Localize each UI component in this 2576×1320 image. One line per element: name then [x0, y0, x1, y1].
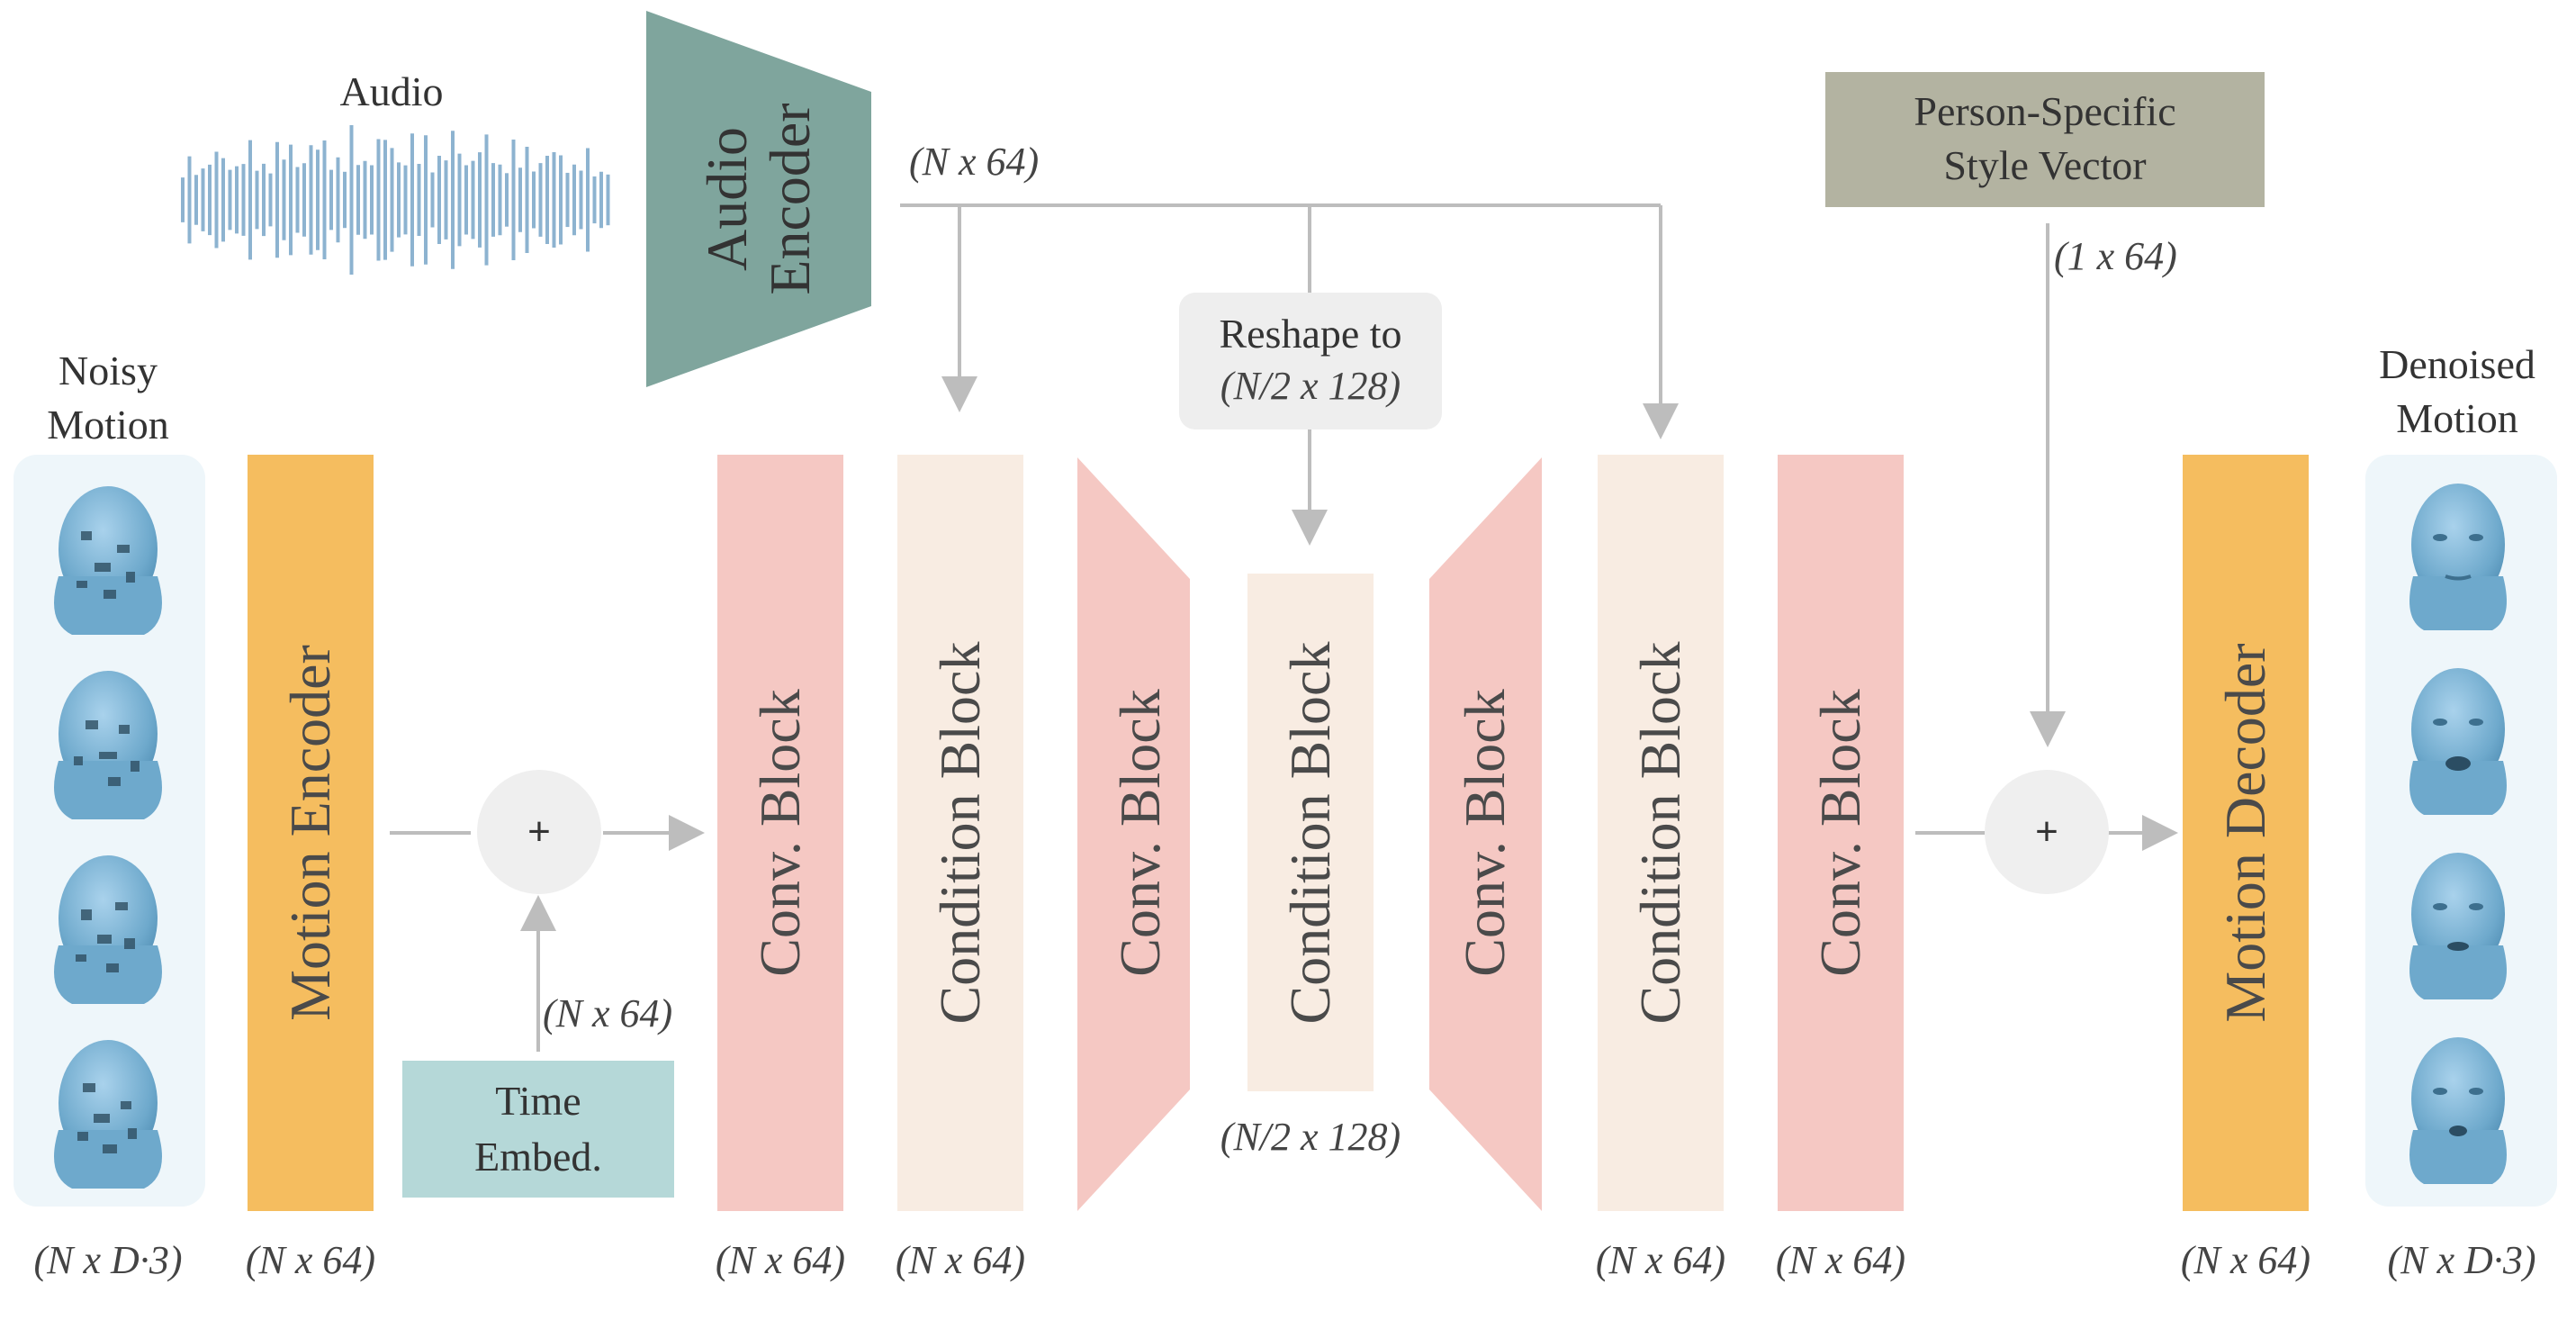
- conv-block-1-label: Conv. Block: [748, 689, 812, 977]
- conv-block-3-label-area: Conv. Block: [1422, 455, 1548, 1211]
- style-out-dim: (1 x 64): [2054, 234, 2177, 278]
- condition-block-1-label: Condition Block: [928, 641, 992, 1025]
- bottleneck-dim: (N/2 x 128): [1220, 1115, 1401, 1159]
- motion-encoder-label: Motion Encoder: [278, 645, 342, 1021]
- reshape-box: Reshape to (N/2 x 128): [1179, 293, 1442, 429]
- condition-block-2-label: Condition Block: [1278, 641, 1342, 1024]
- conv-block-2-label: Conv. Block: [1108, 689, 1172, 977]
- conv-1-dim: (N x 64): [715, 1238, 846, 1282]
- noisy-head-icon: [54, 1040, 162, 1189]
- denoised-motion-label: Denoised Motion: [2379, 341, 2535, 441]
- audio-encoder-label-area: Audio Encoder: [646, 92, 871, 306]
- reshape-label: Reshape to: [1219, 311, 1402, 357]
- condition-block-1: Condition Block: [897, 455, 1023, 1211]
- connector-lines: [390, 203, 2178, 1052]
- conv-block-1: Conv. Block: [717, 455, 843, 1211]
- conv-block-2: [1077, 457, 1190, 1211]
- noisy-motion-label: Noisy Motion: [47, 348, 169, 448]
- condition-block-2: Condition Block: [1247, 574, 1374, 1091]
- denoised-head-icon: [2409, 484, 2507, 630]
- conv-4-dim: (N x 64): [1775, 1238, 1906, 1282]
- conv-block-4: Conv. Block: [1778, 455, 1904, 1211]
- audio-waveform: [181, 125, 610, 275]
- audio-encoder-label: Audio Encoder: [695, 103, 822, 295]
- motion-encoder-block: Motion Encoder: [248, 455, 374, 1211]
- time-embed-label: Time Embed.: [474, 1078, 602, 1180]
- motion-decoder-dim: (N x 64): [2180, 1238, 2311, 1282]
- conv-block-3: [1429, 457, 1542, 1211]
- denoised-head-icon: [2409, 853, 2507, 999]
- output-dim: (N x D·3): [2387, 1238, 2536, 1282]
- audio-encoder-block: [646, 11, 871, 387]
- motion-decoder-block: Motion Decoder: [2183, 455, 2309, 1211]
- denoised-head-icon: [2409, 1037, 2507, 1184]
- style-vector-label: Person-Specific Style Vector: [1914, 88, 2176, 188]
- sum-node-1: +: [477, 770, 601, 894]
- conv-block-3-label: Conv. Block: [1453, 689, 1517, 977]
- time-out-dim: (N x 64): [543, 991, 673, 1035]
- condition-block-3: Condition Block: [1598, 455, 1724, 1211]
- input-dim: (N x D·3): [33, 1238, 183, 1282]
- time-embed-box: Time Embed.: [402, 1061, 674, 1198]
- condition-1-dim: (N x 64): [895, 1238, 1026, 1282]
- audio-out-dim: (N x 64): [909, 140, 1040, 184]
- denoised-motion-heads: [2409, 484, 2507, 1184]
- condition-3-dim: (N x 64): [1595, 1238, 1726, 1282]
- noisy-head-icon: [54, 671, 162, 819]
- noisy-motion-heads: [54, 486, 162, 1189]
- noisy-head-icon: [54, 855, 162, 1004]
- conv-block-4-label: Conv. Block: [1808, 689, 1872, 977]
- motion-decoder-label: Motion Decoder: [2213, 643, 2277, 1023]
- style-vector-box: Person-Specific Style Vector: [1825, 72, 2265, 207]
- denoised-head-icon: [2409, 668, 2507, 815]
- condition-block-3-label: Condition Block: [1628, 641, 1692, 1025]
- noisy-head-icon: [54, 486, 162, 635]
- reshape-dim: (N/2 x 128): [1220, 364, 1401, 408]
- motion-encoder-dim: (N x 64): [245, 1238, 376, 1282]
- conv-block-2-label-area: Conv. Block: [1077, 455, 1203, 1211]
- sum-node-2: +: [1985, 770, 2109, 894]
- audio-label: Audio: [339, 68, 444, 114]
